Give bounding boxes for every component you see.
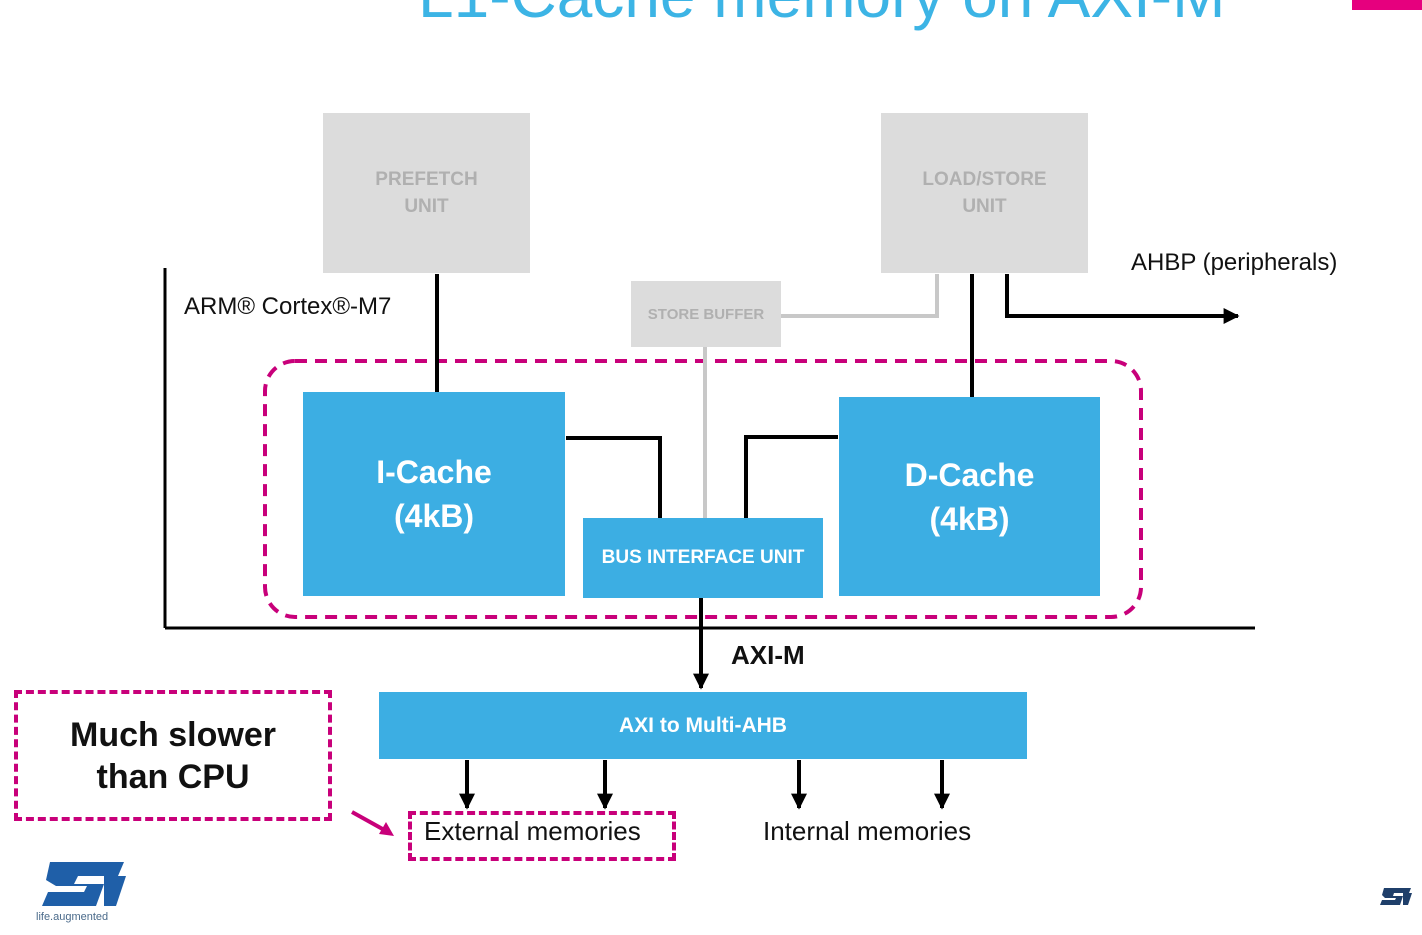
note-pointer-arrow [351,810,389,834]
ahbp-label: AHBP (peripherals) [1131,249,1338,276]
bus-interface-unit: BUS INTERFACE UNIT [583,518,823,598]
logo-tagline: life.augmented [36,911,109,923]
slide-title: L1-Cache memory on AXI-M [418,0,1225,32]
store-buffer: STORE BUFFER [631,281,781,347]
prefetch-unit: PREFETCH UNIT [323,113,530,273]
internal-memories-label: Internal memories [763,816,972,846]
axi-m-label: AXI-M [731,640,805,670]
axi-to-multi-ahb: AXI to Multi-AHB [379,692,1027,759]
core-label: ARM® Cortex®-M7 [184,293,392,320]
load-store-unit: LOAD/STORE UNIT [881,113,1088,273]
external-memories-highlight [408,811,676,861]
st-small-logo-icon [1380,888,1412,905]
dcache-block: D-Cache (4kB) [839,397,1100,596]
st-logo-icon [42,862,126,906]
external-memories-label: External memories [424,816,641,846]
corner-tab [1352,0,1422,10]
icache-block: I-Cache (4kB) [303,392,565,596]
note-slower-than-cpu: Much slower than CPU [14,690,332,821]
